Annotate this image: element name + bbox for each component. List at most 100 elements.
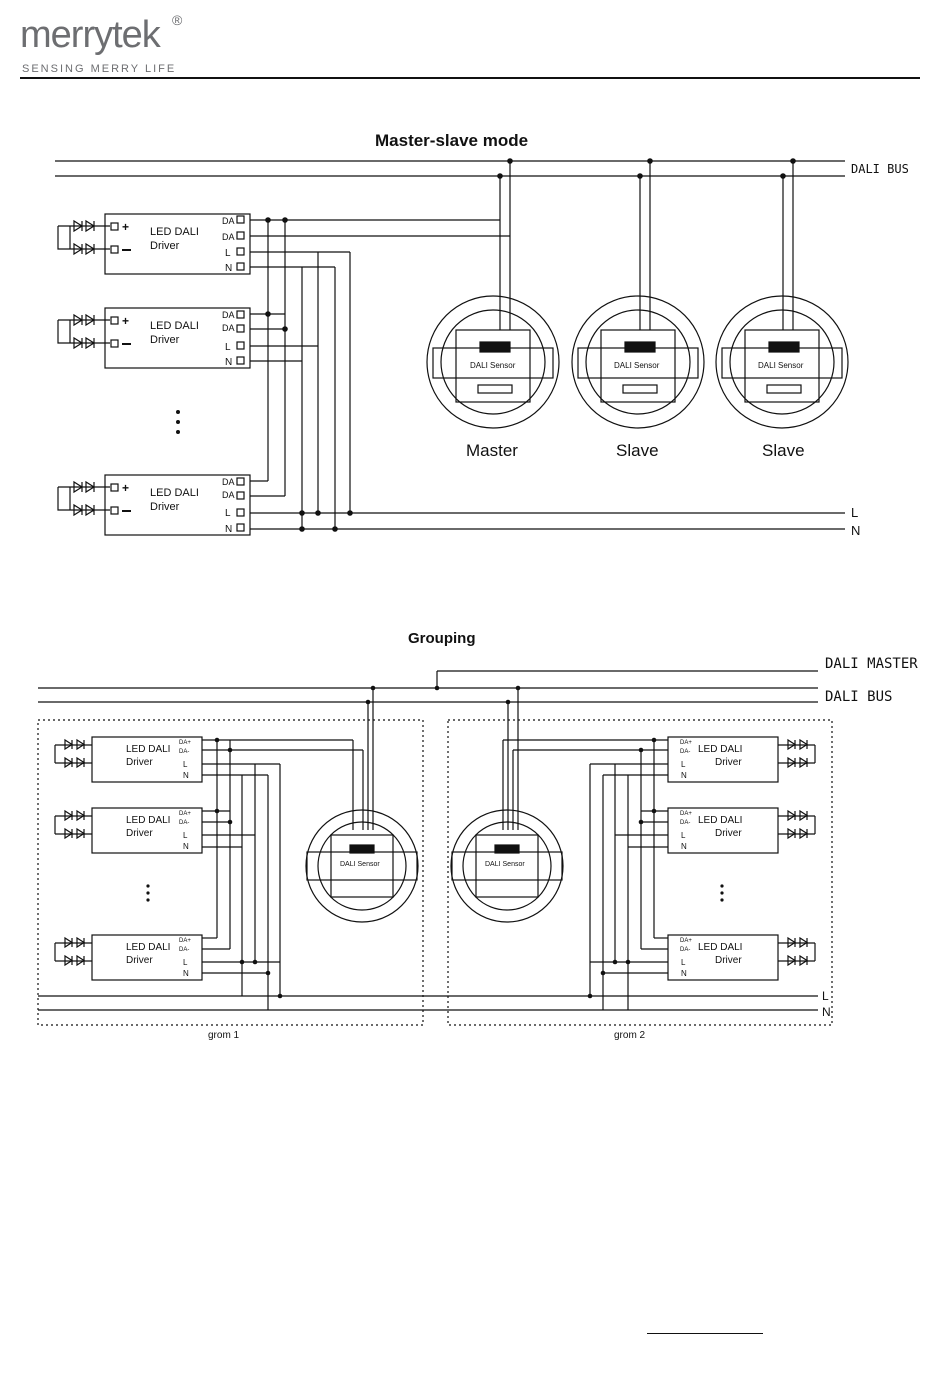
svg-text:L: L [225, 342, 231, 353]
svg-text:DA+: DA+ [179, 740, 191, 746]
svg-text:DA+: DA+ [179, 811, 191, 817]
grp-line-l-label: L [822, 989, 829, 1003]
grp1-ellipsis [146, 884, 150, 902]
group-2-label: grom 2 [614, 1030, 646, 1041]
grp1-driver-2: LED DALI Driver DA+ DA- L N [91, 807, 203, 854]
svg-text:LED DALI: LED DALI [698, 942, 742, 953]
svg-text:Driver: Driver [150, 334, 180, 346]
grp2-led-strings [778, 738, 816, 967]
svg-text:DA-: DA- [680, 820, 690, 826]
ms-driver-wiring [250, 161, 794, 529]
grp1-driver-3: LED DALI Driver DA+ DA- L N [91, 934, 203, 981]
svg-text:Driver: Driver [126, 757, 153, 768]
grp2-wiring [502, 688, 668, 1010]
grp-dali-bus-label: DALI BUS [825, 689, 892, 705]
svg-text:L: L [681, 831, 686, 840]
svg-text:DA: DA [222, 323, 235, 333]
ms-role-slave-1: Slave [616, 441, 659, 460]
ms-ellipsis [176, 410, 180, 434]
svg-text:L: L [225, 508, 231, 519]
grp2-sensor: DALI Sensor [450, 809, 564, 923]
svg-text:Driver: Driver [715, 757, 742, 768]
svg-text:N: N [681, 969, 687, 978]
ms-driver-2: LED DALI Driver DA DA L N + [104, 307, 251, 369]
svg-text:L: L [225, 248, 231, 259]
svg-text:DA-: DA- [680, 947, 690, 953]
svg-text:DA: DA [222, 477, 235, 487]
svg-text:DA+: DA+ [680, 740, 692, 746]
svg-text:Driver: Driver [715, 955, 742, 966]
svg-text:DA+: DA+ [179, 938, 191, 944]
svg-text:DALI Sensor: DALI Sensor [485, 861, 525, 868]
svg-text:DA-: DA- [680, 749, 690, 755]
svg-text:L: L [183, 760, 188, 769]
brand-tagline: SENSING MERRY LIFE [22, 63, 177, 75]
grp1-wiring [202, 688, 374, 1010]
grp1-sensor: DALI Sensor [305, 809, 419, 923]
grp2-driver-2: LED DALI Driver DA+ DA- L N [667, 807, 779, 854]
footer-rule [647, 1333, 763, 1334]
registered-mark: ® [172, 12, 183, 28]
svg-text:DALI Sensor: DALI Sensor [340, 861, 380, 868]
svg-text:LED DALI: LED DALI [698, 815, 742, 826]
ms-dali-bus-label: DALI BUS [851, 162, 909, 176]
svg-text:N: N [225, 524, 232, 535]
ms-role-master: Master [466, 441, 518, 460]
svg-text:DA+: DA+ [680, 811, 692, 817]
group-1-label: grom 1 [208, 1030, 240, 1041]
svg-text:N: N [225, 263, 232, 274]
svg-text:DALI Sensor: DALI Sensor [470, 361, 516, 370]
ms-junctions [265, 158, 796, 532]
svg-text:Driver: Driver [126, 828, 153, 839]
grp2-junctions [434, 685, 657, 999]
master-slave-title: Master-slave mode [375, 131, 528, 150]
header-divider [20, 77, 920, 79]
ms-role-slave-2: Slave [762, 441, 805, 460]
brand-logo: merrytek [20, 14, 161, 56]
ms-sensor-master: DALI Sensor [426, 295, 560, 429]
grp1-junctions [214, 685, 376, 999]
svg-text:LED DALI: LED DALI [150, 226, 199, 238]
ms-led-strings [57, 219, 110, 517]
svg-text:+: + [122, 481, 129, 495]
ms-sensor-slave-2: DALI Sensor [715, 295, 849, 429]
svg-text:LED DALI: LED DALI [126, 942, 170, 953]
svg-text:L: L [183, 958, 188, 967]
svg-text:DALI Sensor: DALI Sensor [758, 361, 804, 370]
ms-driver-3: LED DALI Driver DA DA L N + [104, 474, 251, 536]
svg-text:DA: DA [222, 490, 235, 500]
grp-line-n-label: N [822, 1005, 831, 1019]
svg-text:N: N [225, 357, 232, 368]
svg-text:Driver: Driver [126, 955, 153, 966]
svg-text:DA: DA [222, 216, 235, 226]
svg-text:N: N [681, 771, 687, 780]
grouping-title: Grouping [408, 630, 476, 647]
svg-text:Driver: Driver [150, 501, 180, 513]
svg-text:Driver: Driver [150, 240, 180, 252]
svg-text:+: + [122, 220, 129, 234]
svg-text:LED DALI: LED DALI [150, 487, 199, 499]
grp1-led-strings [54, 738, 92, 967]
svg-text:+: + [122, 314, 129, 328]
svg-text:DA-: DA- [179, 820, 189, 826]
ms-driver-1: LED DALI Driver DA DA L N + [104, 213, 251, 275]
grp1-driver-1: LED DALI Driver DA+ DA- L N [91, 736, 203, 783]
grp-dali-master-label: DALI MASTER [825, 656, 918, 672]
svg-text:L: L [183, 831, 188, 840]
ms-line-n-label: N [851, 523, 860, 538]
svg-text:DA+: DA+ [680, 938, 692, 944]
grp2-driver-3: LED DALI Driver DA+ DA- L N [667, 934, 779, 981]
grp2-driver-1: LED DALI Driver DA+ DA- L N [667, 736, 779, 783]
grp2-ellipsis [720, 884, 724, 902]
svg-text:Driver: Driver [715, 828, 742, 839]
ms-line-l-label: L [851, 505, 858, 520]
svg-text:DA-: DA- [179, 749, 189, 755]
svg-text:N: N [183, 842, 189, 851]
svg-text:N: N [183, 771, 189, 780]
svg-text:DALI Sensor: DALI Sensor [614, 361, 660, 370]
svg-text:LED DALI: LED DALI [698, 744, 742, 755]
svg-text:LED DALI: LED DALI [126, 815, 170, 826]
svg-text:LED DALI: LED DALI [150, 320, 199, 332]
svg-text:DA: DA [222, 310, 235, 320]
